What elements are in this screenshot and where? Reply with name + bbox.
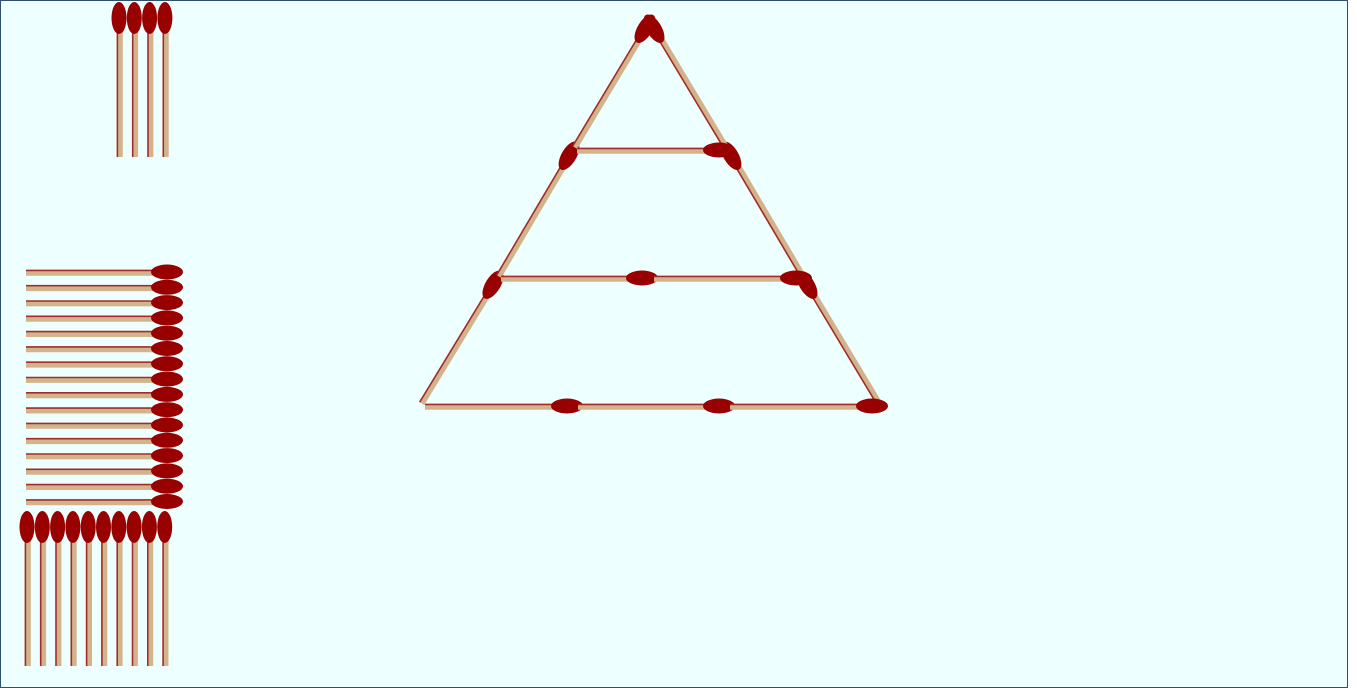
- puzzle-matchstick[interactable]: [577, 143, 735, 158]
- pool-matchstick[interactable]: [26, 479, 183, 494]
- match-head: [157, 511, 172, 543]
- match-head: [157, 2, 172, 34]
- pool-matchstick[interactable]: [142, 2, 157, 157]
- pool-matchstick[interactable]: [157, 511, 172, 666]
- match-head: [127, 511, 142, 543]
- pool-matchstick[interactable]: [112, 2, 127, 157]
- pool-matchstick[interactable]: [26, 463, 183, 478]
- pool-matchstick[interactable]: [26, 372, 183, 387]
- match-head: [151, 387, 183, 402]
- pool-matchstick[interactable]: [26, 418, 183, 433]
- stick-edge: [657, 36, 724, 147]
- pool-top-vertical: [112, 2, 173, 157]
- puzzle-matchstick[interactable]: [425, 399, 583, 414]
- match-head: [151, 265, 183, 280]
- match-head: [780, 271, 812, 286]
- match-head: [142, 2, 157, 34]
- stick-edge: [420, 291, 488, 402]
- stick-body: [422, 292, 490, 403]
- pool-matchstick[interactable]: [127, 2, 142, 157]
- pool-matchstick[interactable]: [111, 511, 126, 666]
- match-head: [151, 310, 183, 325]
- match-head: [151, 479, 183, 494]
- match-head: [20, 511, 35, 543]
- match-head: [35, 511, 50, 543]
- match-head: [81, 511, 96, 543]
- stick-edge: [497, 162, 564, 275]
- pool-matchstick[interactable]: [26, 280, 183, 295]
- match-head: [65, 511, 80, 543]
- match-head: [151, 356, 183, 371]
- puzzle-matchstick[interactable]: [420, 267, 508, 404]
- pool-matchstick[interactable]: [157, 2, 172, 157]
- match-head: [151, 280, 183, 295]
- puzzle-matchstick[interactable]: [639, 11, 726, 148]
- puzzle-matchstick[interactable]: [573, 11, 660, 148]
- match-head: [151, 402, 183, 417]
- puzzle-matchstick[interactable]: [716, 138, 803, 277]
- match-head: [112, 2, 127, 34]
- stick-body: [812, 291, 879, 402]
- match-head: [151, 295, 183, 310]
- match-head: [142, 511, 157, 543]
- pool-matchstick[interactable]: [26, 448, 183, 463]
- match-head: [151, 326, 183, 341]
- puzzle-matchstick[interactable]: [578, 399, 735, 414]
- match-head: [50, 511, 65, 543]
- match-head: [111, 511, 126, 543]
- pool-matchstick[interactable]: [26, 326, 183, 341]
- puzzle-matchstick[interactable]: [792, 267, 879, 404]
- match-head: [151, 494, 183, 509]
- pool-matchstick[interactable]: [50, 511, 65, 666]
- match-head: [151, 433, 183, 448]
- pool-matchstick[interactable]: [81, 511, 96, 666]
- stick-edge: [573, 35, 640, 146]
- stick-body: [575, 36, 642, 147]
- pool-matchstick[interactable]: [65, 511, 80, 666]
- match-head: [127, 2, 142, 34]
- stick-edge: [810, 292, 877, 403]
- match-head: [856, 399, 888, 414]
- stick-edge: [734, 163, 801, 276]
- match-head: [96, 511, 111, 543]
- match-head: [703, 143, 735, 158]
- stick-body: [736, 162, 803, 275]
- match-head: [151, 372, 183, 387]
- pool-matchstick[interactable]: [26, 356, 183, 371]
- puzzle-matchstick[interactable]: [501, 271, 658, 286]
- match-head: [151, 463, 183, 478]
- pool-matchstick[interactable]: [26, 494, 183, 509]
- pool-matchstick[interactable]: [26, 310, 183, 325]
- pool-matchstick[interactable]: [142, 511, 157, 666]
- puzzle-triangle: [420, 11, 888, 413]
- puzzle-matchstick[interactable]: [654, 271, 812, 286]
- pool-matchstick[interactable]: [20, 511, 35, 666]
- puzzle-matchstick[interactable]: [497, 138, 584, 277]
- pool-matchstick[interactable]: [96, 511, 111, 666]
- pool-matchstick[interactable]: [26, 402, 183, 417]
- pool-bottom-vertical: [20, 511, 173, 666]
- match-head: [626, 271, 658, 286]
- pool-matchstick[interactable]: [127, 511, 142, 666]
- pool-matchstick[interactable]: [26, 341, 183, 356]
- pool-matchstick[interactable]: [35, 511, 50, 666]
- pool-horizontal-stack: [26, 265, 183, 510]
- match-head: [151, 341, 183, 356]
- match-head: [151, 418, 183, 433]
- stick-body: [499, 163, 566, 276]
- pool-matchstick[interactable]: [26, 433, 183, 448]
- match-head: [151, 448, 183, 463]
- pool-matchstick[interactable]: [26, 295, 183, 310]
- pool-matchstick[interactable]: [26, 387, 183, 402]
- puzzle-matchstick[interactable]: [730, 399, 888, 414]
- pool-matchstick[interactable]: [26, 265, 183, 280]
- stick-body: [659, 35, 726, 146]
